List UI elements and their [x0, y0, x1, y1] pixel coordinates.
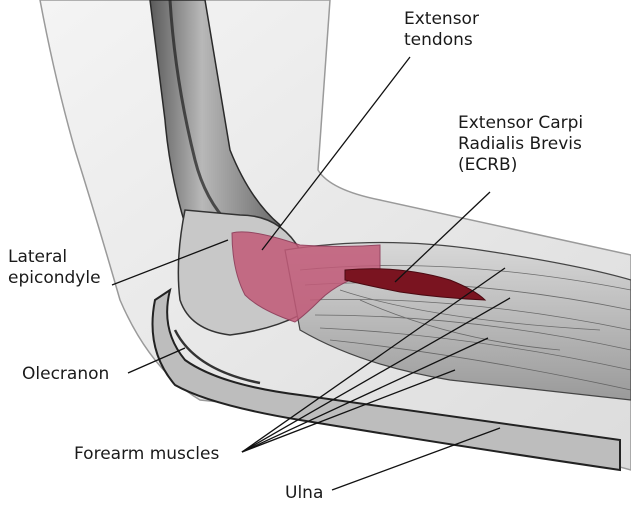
label-line: Lateral: [8, 247, 68, 267]
label-line: (ECRB): [458, 155, 518, 175]
label-ecrb: Extensor Carpi Radialis Brevis (ECRB): [458, 113, 583, 176]
extensor-tendons-highlight: [231, 231, 381, 323]
label-olecranon: Olecranon: [22, 364, 110, 384]
lateral-epicondyle-leader: [111, 239, 229, 286]
label-ulna: Ulna: [285, 483, 324, 503]
label-forearm-muscles: Forearm muscles: [74, 444, 220, 464]
leader-lines: [111, 56, 511, 491]
forearm-leader-3: [241, 337, 489, 453]
extensor-tendons-leader: [261, 56, 411, 251]
ulna-leader: [331, 427, 501, 491]
forearm-leader-2: [241, 297, 511, 453]
label-line: tendons: [404, 30, 473, 50]
label-lateral-epicondyle: Lateral epicondyle: [8, 247, 101, 289]
forearm-leader-4: [241, 369, 456, 453]
forearm-leader-1: [241, 267, 506, 453]
label-extensor-tendons: Extensor tendons: [404, 9, 479, 51]
olecranon-leader: [127, 347, 186, 374]
label-line: Extensor Carpi: [458, 113, 584, 133]
ecrb-muscle: [344, 268, 487, 301]
label-line: epicondyle: [8, 268, 101, 288]
ecrb-leader: [394, 191, 491, 283]
label-line: Radialis Brevis: [458, 134, 582, 154]
label-line: Extensor: [404, 9, 479, 29]
